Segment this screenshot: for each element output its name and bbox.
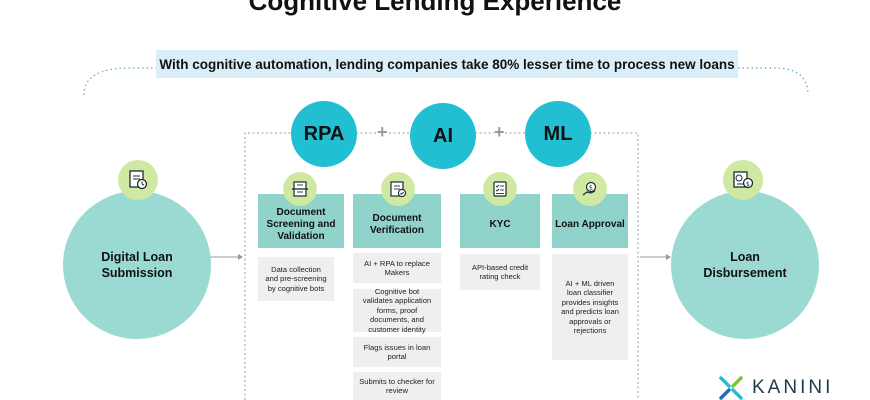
plus-sign-1: + (377, 122, 388, 142)
step-title: Loan Approval (555, 219, 625, 230)
plus-sign-2: + (494, 122, 505, 142)
kyc-form-icon (483, 172, 517, 206)
banner: With cognitive automation, lending compa… (156, 50, 738, 78)
step-title: Document Screening and Validation (266, 207, 336, 242)
process-frame (244, 132, 639, 400)
step-title: Document Verification (370, 213, 424, 236)
brand-name: KANINI (752, 377, 834, 398)
step-item-kyc-1: API-based credit rating check (460, 254, 540, 290)
document-check-icon (381, 172, 415, 206)
start-node-label: Digital Loan Submission (101, 250, 173, 280)
document-scan-icon (283, 172, 317, 206)
brand-logo: KANINI (718, 375, 833, 400)
top-dotted-arc (83, 67, 809, 96)
loan-document-icon (118, 160, 158, 200)
end-node: Loan Disbursement (671, 191, 819, 339)
svg-text:$: $ (746, 181, 750, 188)
step-item-verification-2: Cognitive bot validates application form… (353, 287, 441, 334)
tech-rpa: RPA (291, 101, 357, 167)
start-node: Digital Loan Submission (63, 191, 211, 339)
step-title: KYC (489, 219, 511, 230)
step-item-verification-3: Flags issues in loan portal (353, 337, 441, 367)
tech-ml: ML (525, 101, 591, 167)
report-chart-icon: $ (723, 160, 763, 200)
step-item-approval-1: AI + ML driven loan classifier provides … (552, 254, 628, 360)
step-item-verification-1: AI + RPA to replace Makers (353, 253, 441, 283)
tech-ai: AI (410, 103, 476, 169)
page-title: Cognitive Lending Experience (248, 0, 622, 16)
money-hand-icon: $ (573, 172, 607, 206)
svg-text:$: $ (589, 184, 593, 192)
step-item-verification-4: Submits to checker for review (353, 372, 441, 400)
kanini-logo-icon (719, 376, 743, 400)
step-item-screening-1: Data collection and pre-screening by cog… (258, 257, 334, 301)
end-node-label: Loan Disbursement (703, 250, 787, 280)
